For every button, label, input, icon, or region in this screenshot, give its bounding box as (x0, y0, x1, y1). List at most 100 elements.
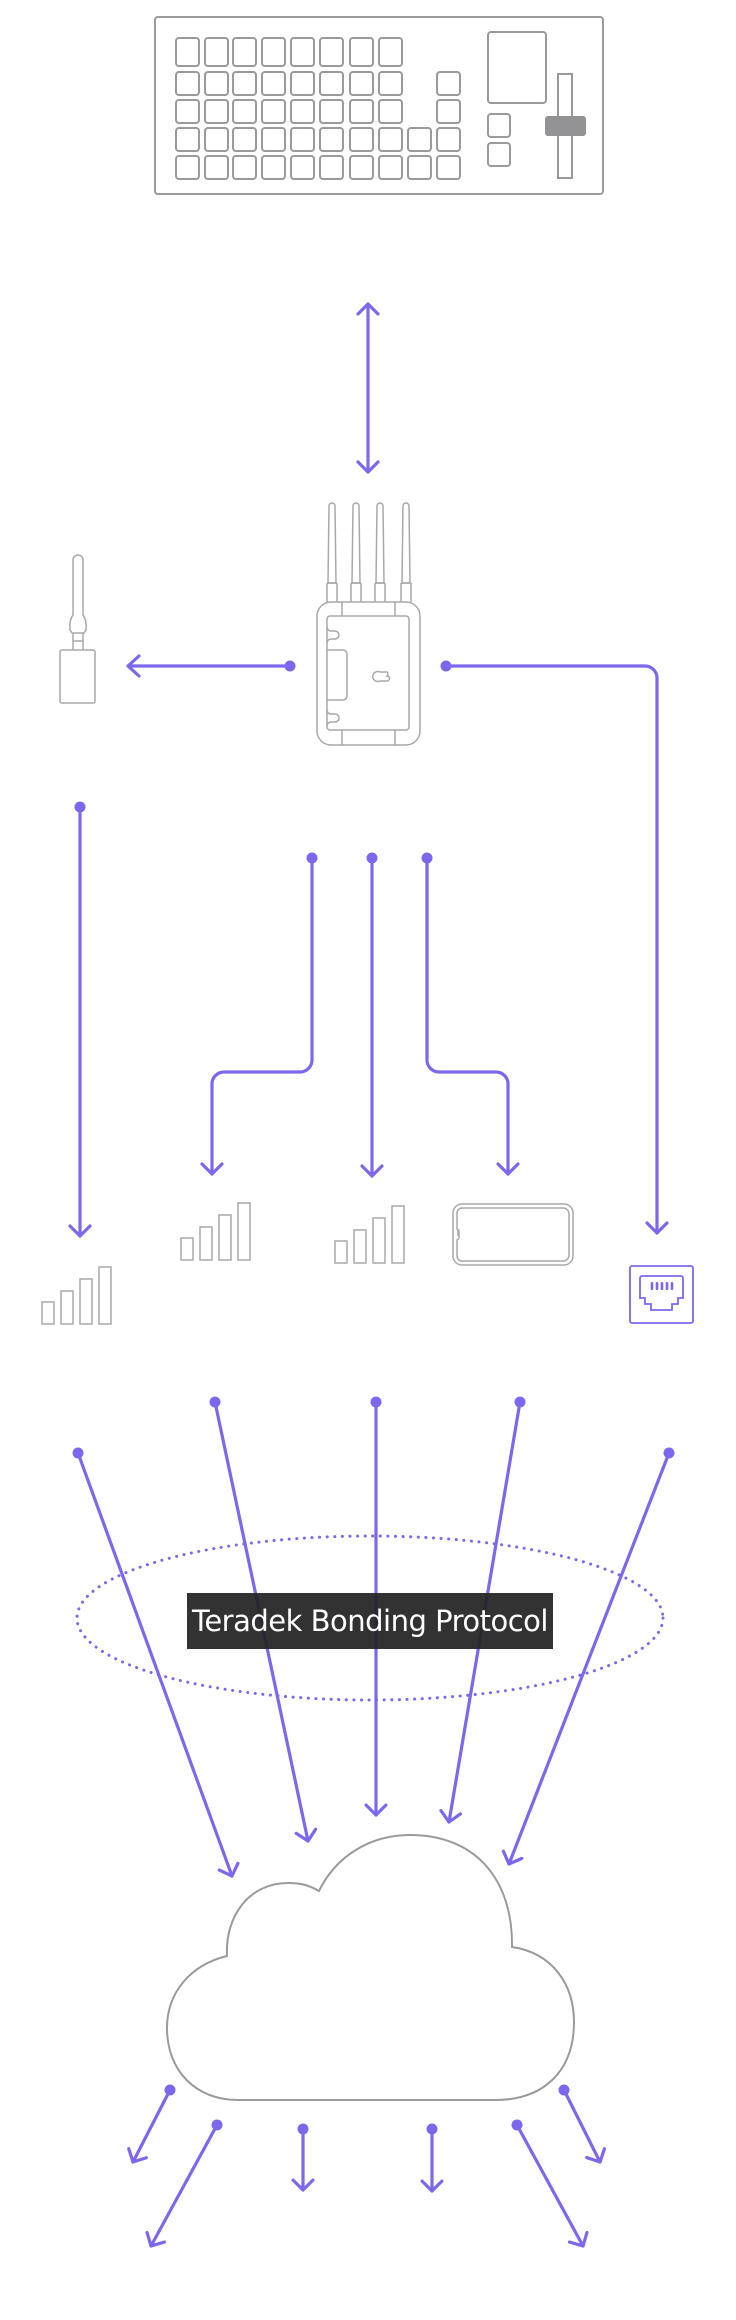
connection-dot (297, 2123, 309, 2135)
arrowhead-down-icon (496, 1162, 520, 1176)
switcher-transmitter-link (356, 302, 380, 474)
switcher-key (378, 155, 403, 180)
ethernet-port-icon (629, 1265, 694, 1324)
arrowhead-icon (291, 2178, 315, 2192)
arrowhead-icon (127, 2147, 148, 2164)
connection-dot (284, 660, 296, 672)
antenna-icon (374, 502, 386, 602)
connection-dot (74, 801, 86, 813)
ethernet-pin (660, 1282, 664, 1290)
switcher-key (319, 127, 344, 152)
arrowhead-icon (501, 1849, 524, 1866)
switcher-key (436, 99, 461, 124)
arrowhead-down-icon (200, 1162, 224, 1176)
switcher-key (204, 127, 229, 152)
switcher-key (290, 99, 315, 124)
connection-dot (426, 2123, 438, 2135)
arrowhead-icon (420, 2179, 444, 2193)
switcher-key (232, 99, 257, 124)
switcher-key (407, 127, 432, 152)
connection-dot (558, 2084, 570, 2096)
switcher-key (175, 37, 200, 67)
connection-dot (366, 852, 378, 864)
switcher-key (175, 155, 200, 180)
outbound-link-2 (145, 2119, 223, 2248)
switcher-key (204, 155, 229, 180)
arrowhead-down-icon (645, 1221, 669, 1235)
connection-dot (306, 852, 318, 864)
switcher-key (378, 127, 403, 152)
switcher-key (436, 155, 461, 180)
connection-dot (209, 1396, 221, 1408)
usb-modem-to-cellular-1-link (68, 801, 92, 1238)
switcher-key (232, 71, 257, 96)
outbound-link-4 (420, 2123, 444, 2193)
arrowhead-icon (567, 2230, 589, 2248)
arrowhead-icon (217, 1861, 240, 1878)
transmitter-to-usb-modem-link (126, 654, 296, 678)
cellular-signal-icon (41, 1266, 112, 1325)
connection-dot (211, 2119, 223, 2131)
ethernet-pin (665, 1282, 669, 1290)
switcher-key (290, 71, 315, 96)
switcher-key (349, 71, 374, 96)
ethernet-pin (655, 1282, 659, 1290)
mount-hole-icon (372, 670, 391, 683)
usb-modem-icon (59, 554, 96, 704)
switcher-key (319, 155, 344, 180)
outbound-links-from-cloud (127, 2084, 607, 2248)
production-switcher-icon (154, 16, 604, 195)
switcher-key (175, 99, 200, 124)
antenna-icon (400, 502, 412, 602)
inbound-link-5 (501, 1447, 675, 1866)
outbound-link-1 (127, 2084, 176, 2164)
transmitter-to-cellular-3-link (360, 852, 384, 1178)
arrowhead-down-icon (360, 1164, 384, 1178)
arrowhead-down-icon (356, 460, 380, 474)
connection-dot (511, 2119, 523, 2131)
bonded-transmitter-icon (316, 502, 421, 746)
switcher-key (319, 99, 344, 124)
cloud-icon (165, 1833, 576, 2101)
fader-knob (545, 116, 586, 136)
outbound-link-6 (558, 2084, 607, 2164)
antenna-icon (326, 502, 338, 602)
ethernet-pin (650, 1282, 654, 1290)
outbound-link-5 (511, 2119, 589, 2248)
transmitter-to-smartphone-link (421, 852, 520, 1176)
switcher-button (487, 142, 511, 167)
switcher-key (290, 155, 315, 180)
arrowhead-icon (439, 1808, 463, 1824)
switcher-key-grid (175, 37, 461, 180)
outbound-link-3 (291, 2123, 315, 2192)
switcher-key (378, 71, 403, 96)
bonding-protocol-boundary (75, 1534, 665, 1702)
switcher-key (349, 127, 374, 152)
connection-dot (663, 1447, 675, 1459)
inbound-link-1 (72, 1447, 240, 1878)
switcher-key (175, 127, 200, 152)
switcher-key (290, 37, 315, 67)
switcher-key (378, 99, 403, 124)
arrowhead-down-icon (68, 1224, 92, 1238)
antenna-icon (350, 502, 362, 602)
switcher-key (319, 37, 344, 67)
switcher-key (407, 155, 432, 180)
switcher-key (261, 155, 286, 180)
arrowhead-icon (364, 1803, 388, 1817)
cellular-signal-icon (334, 1205, 405, 1264)
switcher-key (349, 37, 374, 67)
bonding-protocol-label: Teradek Bonding Protocol (187, 1593, 553, 1649)
switcher-key (349, 99, 374, 124)
switcher-key (204, 71, 229, 96)
switcher-key (232, 155, 257, 180)
switcher-button (487, 113, 511, 138)
switcher-key (232, 127, 257, 152)
smartphone-icon (452, 1203, 574, 1266)
connection-dot (164, 2084, 176, 2096)
switcher-key (204, 99, 229, 124)
connection-dot (72, 1447, 84, 1459)
switcher-key (175, 71, 200, 96)
ethernet-pin (670, 1282, 674, 1290)
